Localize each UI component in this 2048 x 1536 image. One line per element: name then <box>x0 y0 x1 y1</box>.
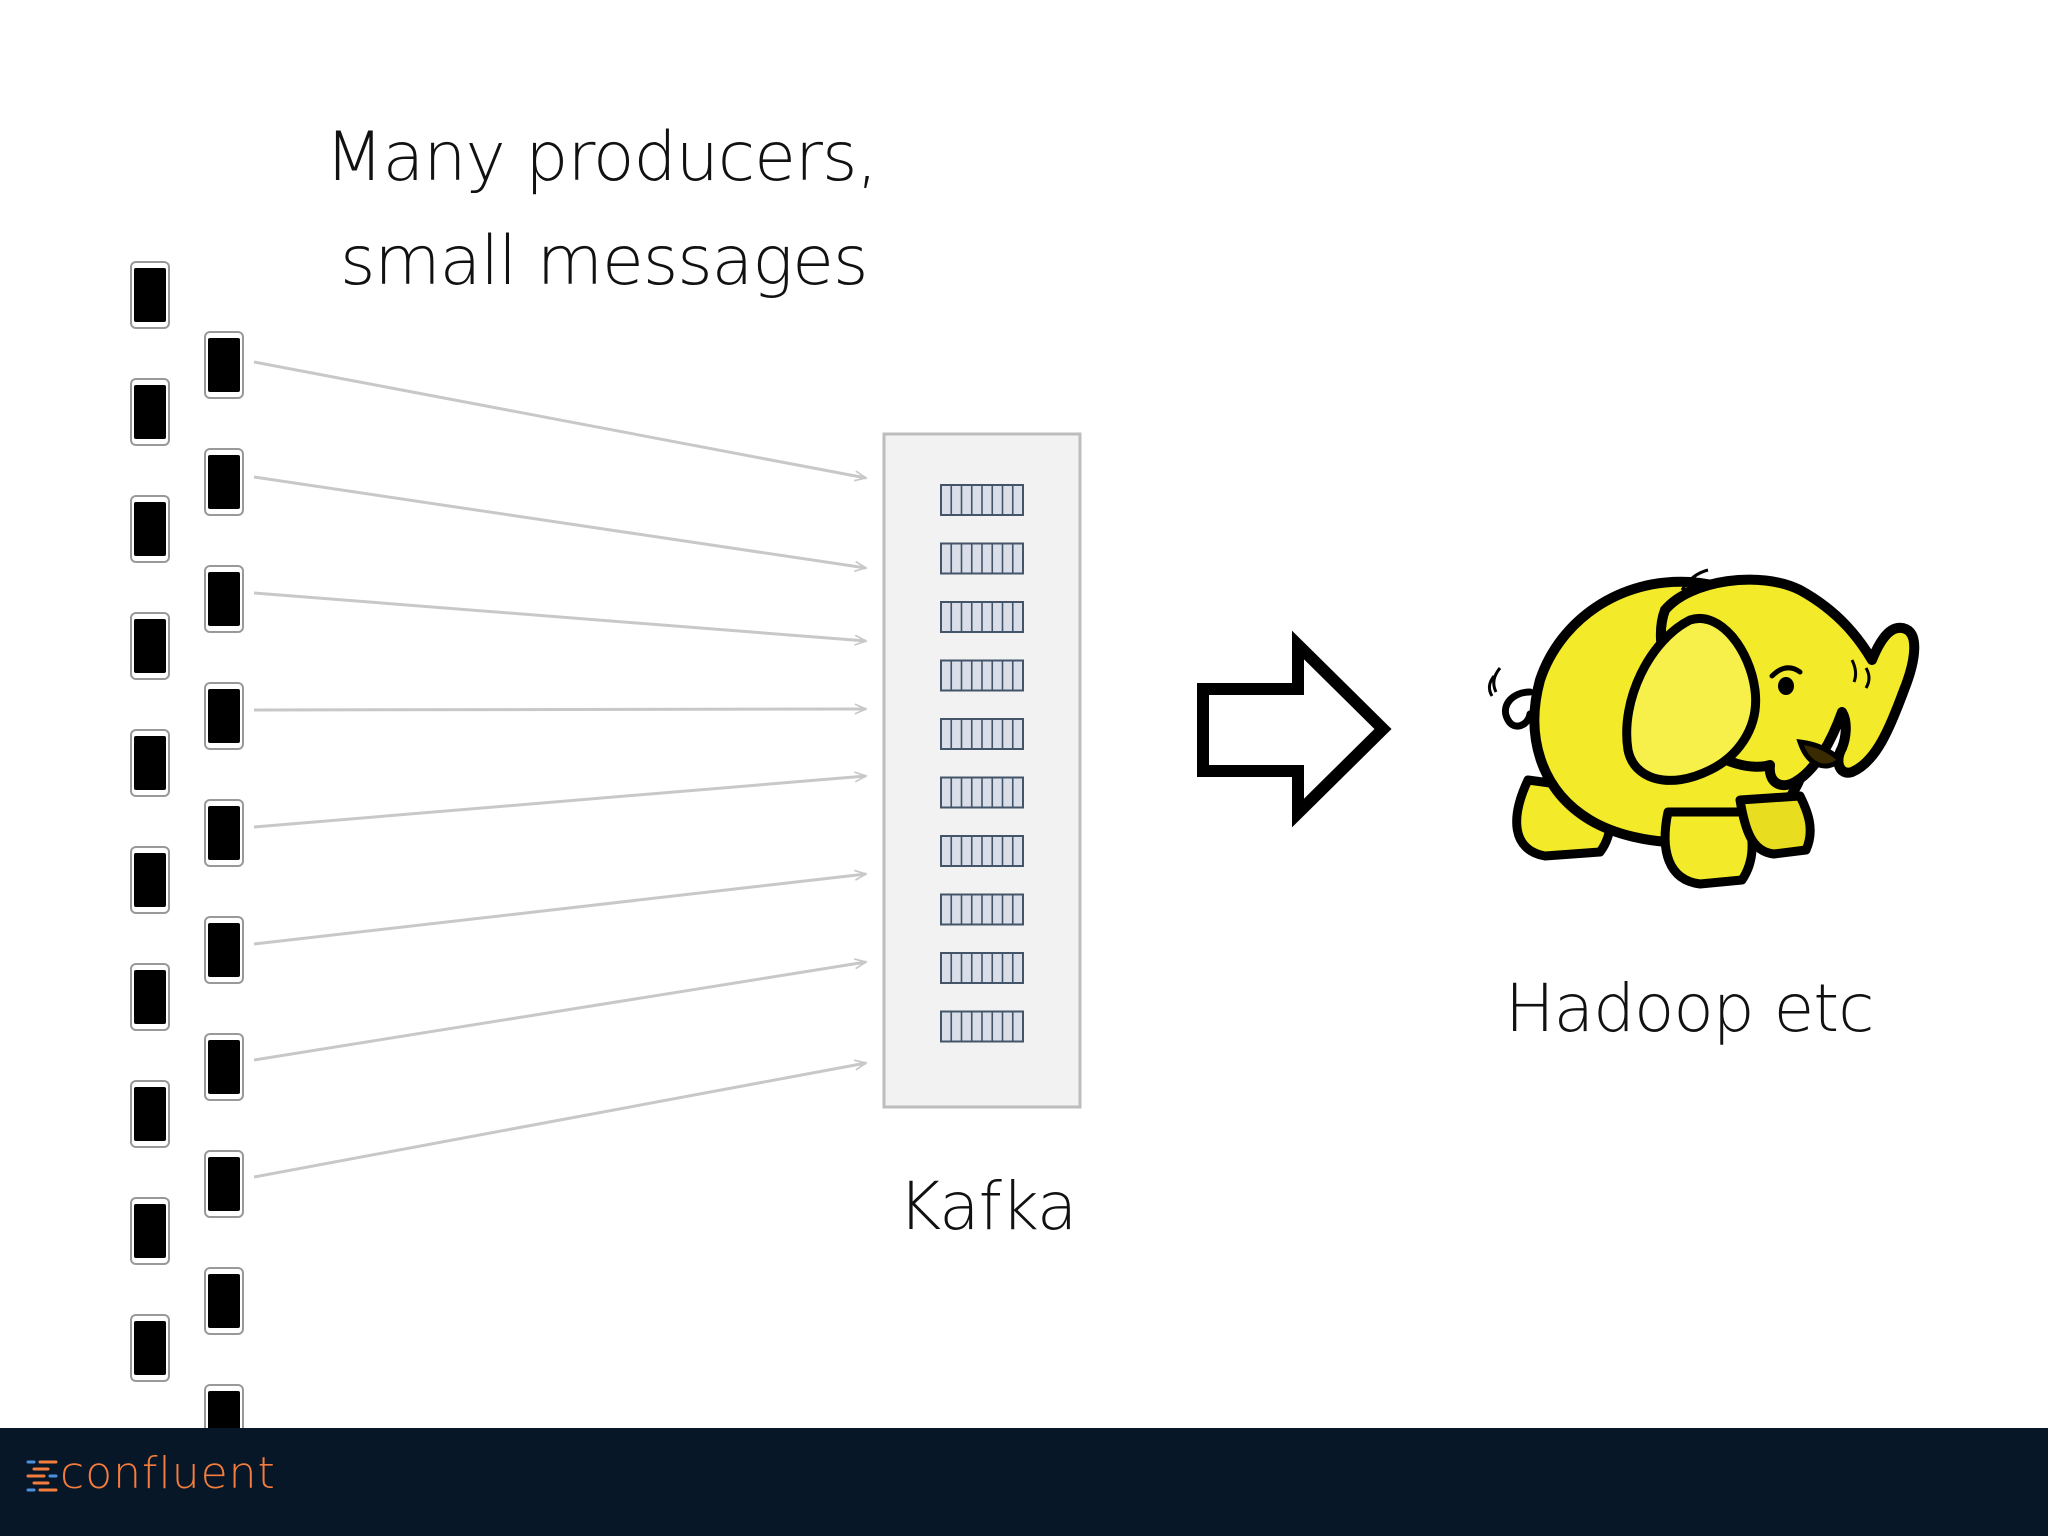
producer-phone-icon <box>130 495 170 563</box>
diagram-title-line-2: small messages <box>340 222 868 301</box>
producer-phone-icon <box>204 1033 244 1101</box>
producer-phone-icon <box>130 963 170 1031</box>
producer-phone-icon <box>204 682 244 750</box>
kafka-partitions <box>940 484 1024 1043</box>
hadoop-elephant-icon <box>1487 568 1920 889</box>
producer-phone-icon <box>130 612 170 680</box>
producer-arrow <box>253 709 866 710</box>
kafka-partition-icon <box>940 776 1024 809</box>
kafka-partition-icon <box>940 484 1024 516</box>
producer-arrow <box>253 360 866 478</box>
producer-phone-icon <box>130 1314 170 1382</box>
diagram-svg <box>130 261 1920 1452</box>
producer-phone-icon <box>204 448 244 516</box>
hadoop-label: Hadoop etc <box>1505 970 1874 1047</box>
producer-phone-icon <box>130 378 170 446</box>
kafka-partition-icon <box>940 659 1024 692</box>
diagram-canvas: Many producers, small messages Kafka Had… <box>130 118 1920 1452</box>
producer-phone-icon <box>204 916 244 984</box>
diagram-title-line-1: Many producers, <box>325 118 878 197</box>
producer-phone-icon <box>130 1080 170 1148</box>
producer-phone-icon <box>130 261 170 329</box>
producer-phone-icon <box>204 565 244 633</box>
producer-phone-icon <box>204 1384 244 1452</box>
producer-arrow <box>253 874 866 946</box>
producer-phone-icon <box>204 331 244 399</box>
kafka-partition-icon <box>940 718 1024 750</box>
producer-arrows <box>253 360 866 1179</box>
confluent-brand-text: confluent <box>60 1448 276 1499</box>
footer-bar <box>0 1428 2048 1536</box>
producer-arrow <box>253 475 866 568</box>
producer-arrow <box>253 962 866 1062</box>
confluent-logo-icon <box>26 1460 58 1492</box>
producer-phone-icon <box>130 729 170 797</box>
producer-phone-icon <box>204 1150 244 1218</box>
kafka-label: Kafka <box>898 1168 1077 1245</box>
kafka-partition-icon <box>940 1010 1024 1043</box>
kafka-partition-icon <box>940 893 1024 926</box>
kafka-partition-icon <box>940 601 1024 633</box>
producer-phone-icon <box>204 1267 244 1335</box>
producer-phone-icon <box>130 846 170 914</box>
kafka-partition-icon <box>940 952 1024 984</box>
producer-arrow <box>253 591 866 641</box>
producer-phones <box>130 261 244 1452</box>
producer-phone-icon <box>130 1197 170 1265</box>
kafka-broker-box <box>882 432 1082 1109</box>
kafka-partition-icon <box>940 542 1024 575</box>
producer-phone-icon <box>204 799 244 867</box>
producer-arrow <box>253 1063 866 1179</box>
kafka-partition-icon <box>940 835 1024 867</box>
producer-arrow <box>253 776 866 829</box>
hadoop-flow-arrow-icon <box>1197 630 1392 828</box>
